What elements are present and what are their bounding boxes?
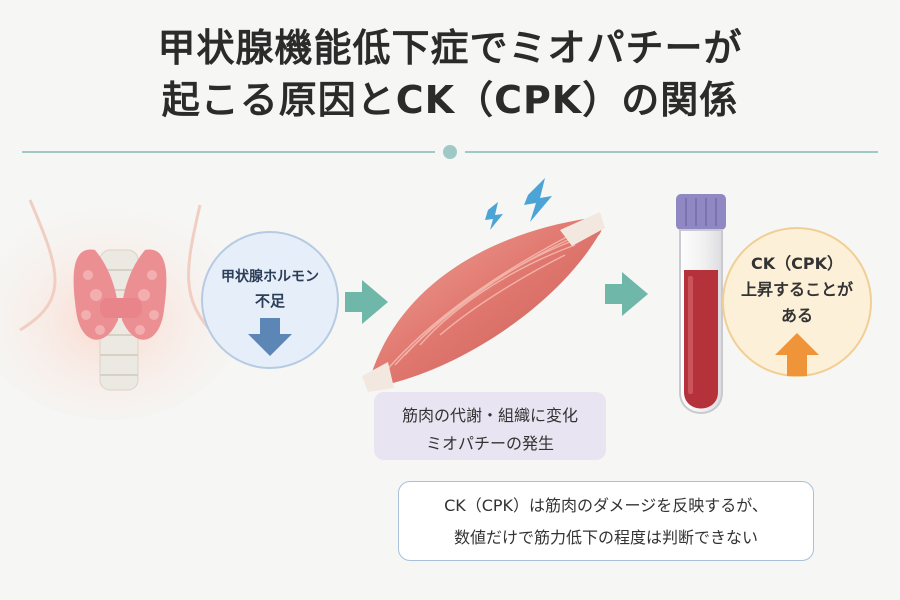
- ck-elevation-bubble: [722, 227, 872, 377]
- hormone-bubble-line-1: 甲状腺ホルモン: [221, 269, 319, 285]
- flow-arrow-icon: [605, 272, 648, 316]
- ck-bubble-line-1: CK（CPK）: [750, 254, 843, 273]
- muscle-caption-box: [374, 392, 606, 460]
- lightning-icon: [485, 178, 552, 230]
- ck-bubble-line-3: ある: [780, 306, 813, 325]
- up-arrow-icon: [775, 333, 819, 376]
- hormone-deficiency-bubble: [201, 231, 339, 369]
- page-title: 甲状腺機能低下症でミオパチーが 起こる原因とCK（CPK）の関係: [0, 22, 900, 126]
- muscle-illustration: [362, 178, 605, 392]
- flow-arrow-icon: [345, 280, 388, 324]
- thyroid-illustration: [0, 199, 245, 420]
- blood-tube-illustration: [676, 194, 726, 414]
- ck-bubble-line-2: 上昇することが: [740, 280, 853, 299]
- note-line-2: 数値だけで筋力低下の程度は判断できない: [453, 528, 758, 547]
- title-divider: [22, 145, 878, 159]
- down-arrow-icon: [248, 318, 292, 356]
- note-line-1: CK（CPK）は筋肉のダメージを反映するが、: [444, 496, 768, 515]
- muscle-caption-line-2: ミオパチーの発生: [425, 434, 554, 453]
- muscle-caption-line-1: 筋肉の代謝・組織に変化: [401, 406, 578, 425]
- title-line-1: 甲状腺機能低下症でミオパチーが: [157, 26, 743, 70]
- hormone-bubble-line-2: 不足: [254, 292, 285, 310]
- title-line-2: 起こる原因とCK（CPK）の関係: [161, 78, 739, 122]
- note-box: [398, 481, 814, 561]
